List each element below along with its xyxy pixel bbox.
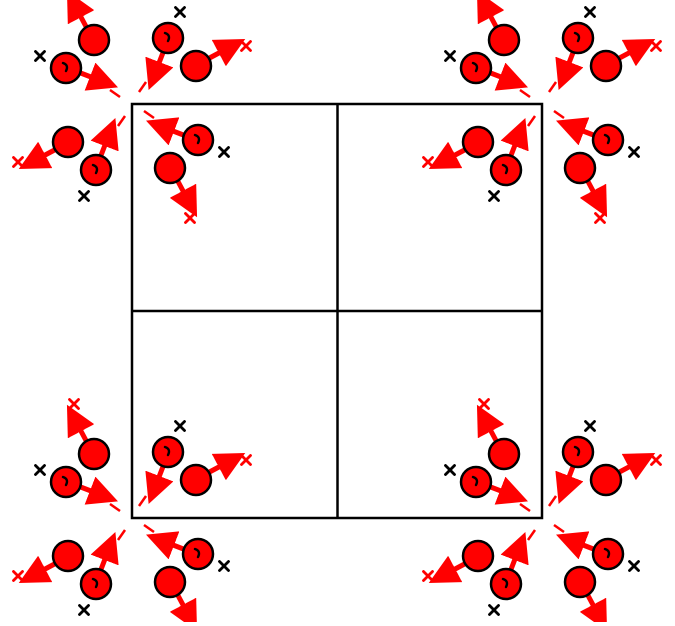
glyph-group-9: [36, 400, 121, 512]
glyph-group-8-black-cross: [176, 422, 185, 431]
glyph-group-9-ball-0: [79, 439, 109, 469]
glyph-group-12: [549, 422, 661, 507]
glyph-group-15: [424, 530, 536, 615]
glyph-group-15-arrow-1: [510, 546, 520, 572]
glyph-group-10-tick: [144, 525, 154, 532]
glyph-group-9-tick: [110, 504, 120, 511]
glyph-group-8-tick: [139, 496, 146, 506]
glyph-group-15-black-cross: [490, 606, 499, 615]
glyph-group-10-ball-0: [155, 567, 185, 597]
glyph-group-12-black-cross: [586, 422, 595, 431]
glyph-group-0-tick: [139, 82, 146, 92]
glyph-group-3-red-cross: [14, 158, 23, 167]
glyph-group-12-red-cross: [652, 456, 661, 465]
glyph-group-8-ball-0: [181, 465, 211, 495]
glyph-group-11-black-cross: [80, 606, 89, 615]
glyph-group-5-tick: [520, 90, 530, 97]
glyph-group-1: [36, 0, 121, 97]
glyph-group-14-arrow-1: [570, 540, 596, 550]
glyph-group-14-tick: [554, 525, 564, 532]
glyph-group-8-red-cross: [242, 456, 251, 465]
glyph-group-0: [139, 8, 251, 93]
glyph-group-13-red-cross: [480, 400, 489, 409]
glyph-group-0-ball-0: [181, 51, 211, 81]
glyph-group-9-red-cross: [70, 400, 79, 409]
glyph-group-9-arrow-1: [78, 486, 104, 496]
glyph-group-11-red-cross: [14, 572, 23, 581]
glyph-group-13-arrow-1: [488, 486, 514, 496]
glyph-group-0-red-cross: [242, 42, 251, 51]
glyph-group-6-tick: [554, 111, 564, 118]
glyph-group-4-tick: [549, 82, 556, 92]
glyph-group-13: [446, 400, 531, 512]
glyph-group-8: [139, 422, 251, 507]
glyph-group-1-ball-0: [79, 25, 109, 55]
glyph-group-8-arrow-1: [154, 464, 164, 490]
glyph-group-4-ball-0: [591, 51, 621, 81]
glyph-group-1-black-cross: [36, 52, 45, 61]
glyph-group-11-arrow-1: [100, 546, 110, 572]
glyph-group-0-arrow-1: [154, 50, 164, 76]
glyph-group-4: [549, 8, 661, 93]
glyph-group-2-ball-0: [155, 153, 185, 183]
glyph-group-11-tick: [118, 530, 125, 540]
glyph-group-9-black-cross: [36, 466, 45, 475]
glyph-group-3-ball-0: [53, 127, 83, 157]
glyph-group-4-black-cross: [586, 8, 595, 17]
glyph-group-13-ball-0: [489, 439, 519, 469]
glyph-group-2-red-cross: [186, 214, 195, 223]
glyph-group-15-ball-0: [463, 541, 493, 571]
glyph-group-7-tick: [528, 116, 535, 126]
glyph-group-14-ball-0: [565, 567, 595, 597]
glyph-group-15-tick: [528, 530, 535, 540]
glyph-group-7-ball-0: [463, 127, 493, 157]
glyph-group-5-black-cross: [446, 52, 455, 61]
glyph-group-6: [554, 111, 639, 223]
glyph-group-4-red-cross: [652, 42, 661, 51]
glyph-group-13-black-cross: [446, 466, 455, 475]
glyph-group-2-tick: [144, 111, 154, 118]
glyph-group-3-arrow-1: [100, 132, 110, 158]
glyph-group-7: [424, 116, 536, 201]
glyph-group-0-black-cross: [176, 8, 185, 17]
glyph-group-14-black-cross: [630, 562, 639, 571]
glyph-group-7-black-cross: [490, 192, 499, 201]
glyph-group-5-arrow-1: [488, 72, 514, 82]
glyph-group-10: [144, 525, 229, 622]
glyph-group-7-arrow-1: [510, 132, 520, 158]
glyph-group-4-arrow-1: [564, 50, 574, 76]
glyph-group-6-black-cross: [630, 148, 639, 157]
glyph-group-15-red-cross: [424, 572, 433, 581]
glyph-group-6-red-cross: [596, 214, 605, 223]
glyph-group-10-black-cross: [220, 562, 229, 571]
glyph-group-6-arrow-1: [570, 126, 596, 136]
glyph-group-12-tick: [549, 496, 556, 506]
glyph-group-12-ball-0: [591, 465, 621, 495]
glyph-group-5: [446, 0, 531, 97]
glyph-group-5-ball-0: [489, 25, 519, 55]
glyph-group-12-arrow-1: [564, 464, 574, 490]
glyph-group-2-arrow-1: [160, 126, 186, 136]
glyph-group-14: [554, 525, 639, 622]
glyph-group-6-ball-0: [565, 153, 595, 183]
glyph-group-3: [14, 116, 126, 201]
glyph-group-3-tick: [118, 116, 125, 126]
grid-layer: [132, 104, 542, 518]
glyph-group-3-black-cross: [80, 192, 89, 201]
glyph-group-1-arrow-1: [78, 72, 104, 82]
glyph-group-2: [144, 111, 229, 223]
glyph-group-10-arrow-1: [160, 540, 186, 550]
glyph-group-11-ball-0: [53, 541, 83, 571]
glyph-group-7-red-cross: [424, 158, 433, 167]
glyph-group-11: [14, 530, 126, 615]
glyph-group-1-tick: [110, 90, 120, 97]
glyph-group-13-tick: [520, 504, 530, 511]
glyph-group-2-black-cross: [220, 148, 229, 157]
